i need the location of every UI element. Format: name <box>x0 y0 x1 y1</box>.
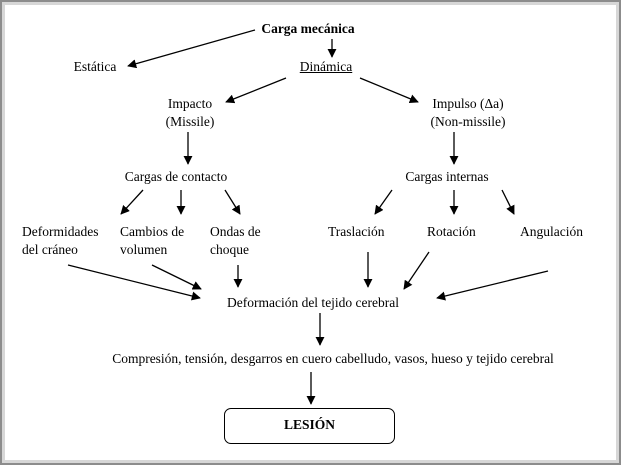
arrow-dinamica-to-impacto <box>225 77 287 104</box>
node-deformidades-line1: Deformidades <box>22 224 99 239</box>
arrow-deformidades-to-deformacion <box>67 264 201 301</box>
lesion-box: LESIÓN <box>224 408 395 444</box>
node-impacto-line1: Impacto <box>167 96 213 111</box>
node-cargas-contacto: Cargas de contacto <box>124 169 228 184</box>
node-impulso-line1: Impulso (Δa) <box>432 96 504 111</box>
node-deformidades-line2: del cráneo <box>22 242 78 257</box>
node-estatica: Estática <box>73 59 117 74</box>
arrow-cambios-to-deformacion <box>151 264 202 290</box>
arrow-angulacion-to-deformacion <box>436 270 549 301</box>
node-compresion: Compresión, tensión, desgarros en cuero … <box>112 351 554 366</box>
node-impulso-line2: (Non-missile) <box>430 114 506 129</box>
arrow-rotacion-to-deformacion <box>403 251 430 290</box>
node-rotacion: Rotación <box>427 224 476 239</box>
arrow-carga-to-estatica <box>127 29 256 69</box>
node-impacto-line2: (Missile) <box>165 114 215 129</box>
node-ondas: Ondas de choque <box>210 223 261 259</box>
node-deformacion-tejido: Deformación del tejido cerebral <box>226 295 400 310</box>
node-deformidades: Deformidades del cráneo <box>22 223 98 259</box>
arrow-dinamica-to-impulso <box>359 77 419 104</box>
node-cambios: Cambios de volumen <box>120 223 184 259</box>
node-carga-mecanica: Carga mecánica <box>261 21 355 36</box>
node-ondas-line1: Ondas de <box>210 224 261 239</box>
node-dinamica: Dinámica <box>299 59 353 74</box>
node-traslacion: Traslación <box>328 224 385 239</box>
arrow-contacto-to-deformidades <box>120 189 144 215</box>
node-cambios-line2: volumen <box>120 242 168 257</box>
arrow-contacto-to-ondas <box>224 189 241 215</box>
node-impacto: Impacto (Missile) <box>166 95 215 131</box>
node-cargas-internas: Cargas internas <box>405 169 489 184</box>
node-impulso: Impulso (Δa) (Non-missile) <box>431 95 506 131</box>
arrow-internas-to-traslacion <box>374 189 393 215</box>
node-angulacion: Angulación <box>520 224 583 239</box>
node-ondas-line2: choque <box>210 242 249 257</box>
node-lesion: LESIÓN <box>283 417 336 432</box>
node-cambios-line1: Cambios de <box>120 224 185 239</box>
arrow-internas-to-angulacion <box>501 189 515 215</box>
